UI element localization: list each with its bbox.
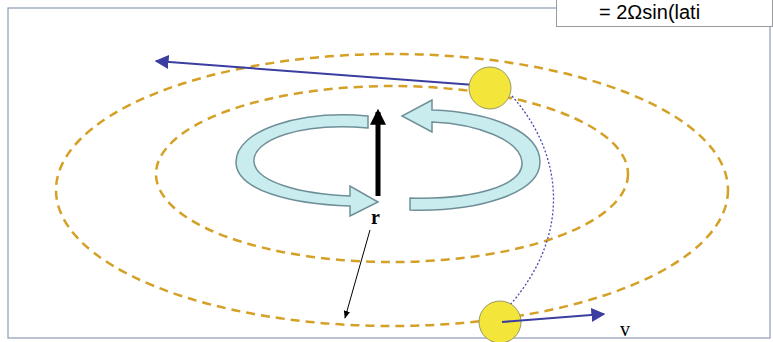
inner-orbit xyxy=(156,86,628,262)
frame xyxy=(8,8,770,338)
rotation-arrow xyxy=(402,100,540,210)
radius-pointer xyxy=(345,230,370,318)
rotation-arrow xyxy=(236,115,378,216)
radius-label: r xyxy=(371,206,380,229)
formula-box: = 2Ωsin(lati xyxy=(556,0,773,27)
formula-text: = 2Ωsin(lati xyxy=(599,1,700,24)
velocity-arrow xyxy=(156,61,488,86)
trajectory xyxy=(510,96,554,305)
velocity-arrow xyxy=(502,314,604,322)
outer-orbit xyxy=(56,54,728,326)
rotation-axis-arrow xyxy=(376,112,381,196)
velocity-label: v xyxy=(620,318,630,341)
ball xyxy=(469,67,511,109)
